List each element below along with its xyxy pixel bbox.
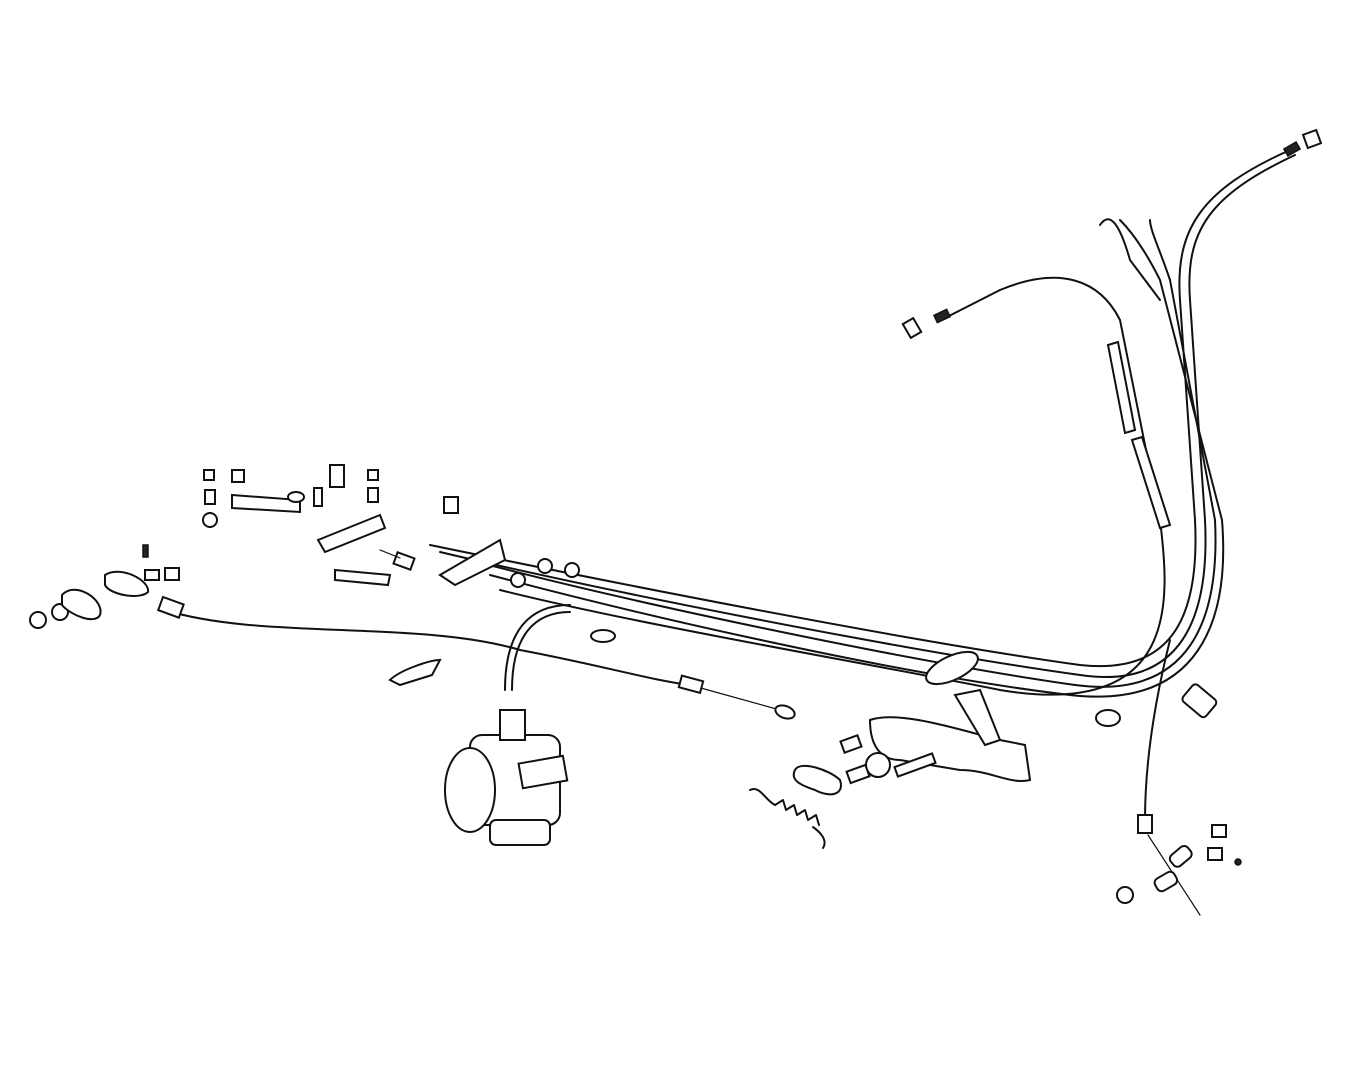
throttle-cable [156,595,796,720]
upper-hardware [202,464,616,687]
pedal-bracket [792,734,871,796]
cable-bundle [429,149,1296,698]
carburetor-cable [504,604,571,691]
carburetor [444,709,569,846]
rubber-sleeve [1106,340,1172,530]
left-hardware [29,544,180,629]
cable-end-top [901,128,1323,340]
brake-cable-lower [1095,639,1242,916]
spring [749,788,826,849]
pedal-lever [865,650,1032,782]
cable-junction [379,496,580,588]
